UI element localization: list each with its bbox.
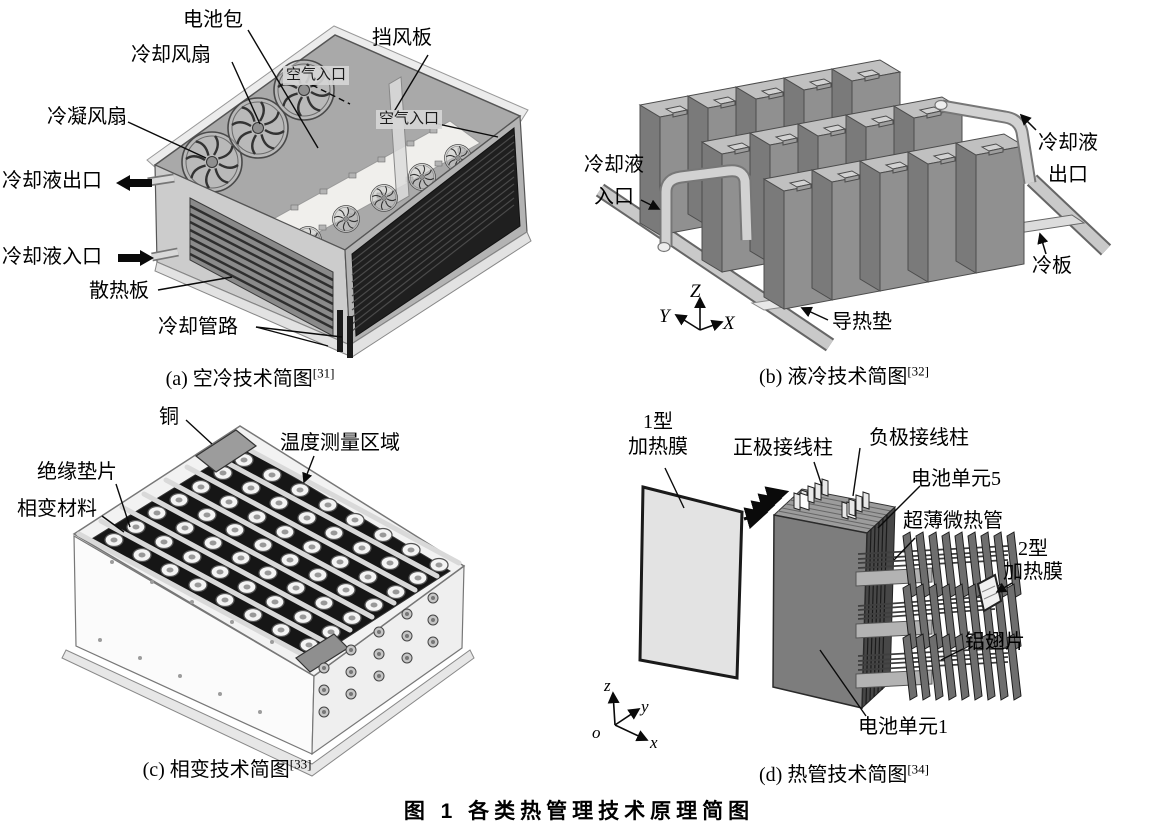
panel-c-leader-lines — [101, 419, 315, 533]
inlet-pipe — [657, 164, 754, 253]
label-heat-sink-plate: 散热板 — [89, 280, 149, 302]
panel-a-leader-lines — [127, 29, 499, 347]
cooling-pipes-bars — [337, 310, 353, 358]
axis-y-label-b: Y — [659, 306, 670, 327]
wind-deflector-plate — [388, 76, 410, 204]
panel-a-caption: (a) 空冷技术简图[31] — [165, 365, 335, 390]
label-condenser-fan: 冷凝风扇 — [47, 106, 127, 128]
label-phase-change-material: 相变材料 — [17, 498, 97, 520]
axis-o-label-d: o — [592, 723, 601, 742]
panel-a-air-cooling-illustration — [116, 25, 532, 358]
axes-triad-d — [607, 691, 649, 742]
panel-c-ref: [33] — [289, 756, 312, 772]
panel-a-ref: [31] — [312, 365, 335, 381]
panel-b-leader-arrows — [640, 113, 1049, 321]
axis-z-label-d: z — [604, 676, 611, 695]
label-copper: 铜 — [159, 406, 179, 428]
label-cooling-pipes: 冷却管路 — [158, 316, 238, 338]
heating-film-2-plate — [976, 573, 1003, 613]
heating-film-1-plate — [638, 485, 744, 680]
heat-pipe-assembly-bottom — [855, 634, 1021, 700]
label-heating-film-1-line2: 加热膜 — [628, 436, 688, 458]
axis-x-label-b: X — [723, 313, 735, 334]
label-coolant-outlet-b-line1: 冷却液 — [1038, 132, 1098, 154]
label-cold-plate: 冷板 — [1032, 255, 1072, 277]
panel-c-caption: (c) 相变技术简图[33] — [142, 756, 312, 781]
airflow-arrows — [743, 486, 790, 530]
panel-d-caption: (d) 热管技术简图[34] — [759, 761, 929, 786]
label-aluminum-fin: 铝翅片 — [965, 631, 1025, 653]
battery-stack — [772, 488, 897, 710]
outlet-pipe — [934, 99, 1037, 185]
copper-tab-top — [194, 429, 258, 473]
label-coolant-inlet-b-line1: 冷却液 — [584, 154, 644, 176]
label-battery-pack: 电池包 — [183, 9, 243, 31]
label-heating-film-2-line1: 2型 — [1018, 538, 1048, 560]
label-negative-terminal: 负极接线柱 — [869, 427, 969, 449]
panel-c-phase-change-illustration — [61, 419, 475, 777]
panel-d-ref: [34] — [907, 761, 929, 777]
coolant-inlet-arrow-icon — [118, 250, 154, 266]
axes-triad-b — [674, 296, 724, 332]
figure-main-caption: 图 1 各类热管理技术原理简图 — [403, 800, 755, 823]
panel-b-liquid-cooling-illustration — [595, 59, 1112, 352]
label-thermal-pad: 导热垫 — [832, 311, 892, 333]
label-micro-heat-pipe: 超薄微热管 — [903, 510, 1003, 532]
panel-b-caption: (b) 液冷技术简图[32] — [759, 363, 929, 388]
label-air-inlet-side: 空气入口 — [376, 110, 443, 129]
fin-block-right-face — [344, 114, 528, 347]
label-coolant-inlet: 冷却液入口 — [2, 246, 102, 268]
label-heating-film-1-line1: 1型 — [643, 411, 673, 433]
label-coolant-outlet-b-line2: 出口 — [1048, 164, 1088, 186]
heat-sink-plate-slats — [189, 197, 334, 337]
label-coolant-outlet-b: 冷却液 出口 — [1038, 127, 1098, 191]
label-wind-deflector: 挡风板 — [372, 27, 432, 49]
panel-d-leader-lines — [664, 447, 1013, 717]
label-heating-film-1: 1型 加热膜 — [620, 410, 696, 460]
coolant-outlet-arrow-icon — [116, 175, 152, 191]
axis-y-label-d: y — [641, 697, 649, 716]
label-battery-cell5: 电池单元5 — [911, 468, 1001, 490]
panel-b-ref: [32] — [907, 363, 929, 379]
wall-screws — [98, 560, 274, 714]
heat-pipe-assembly-mid — [855, 584, 1021, 650]
label-heating-film-2: 2型 加热膜 — [998, 538, 1068, 584]
separator-rails — [76, 437, 462, 660]
label-air-inlet-top: 空气入口 — [283, 66, 350, 85]
axis-x-label-d: x — [650, 733, 658, 752]
label-temperature-region: 温度测量区域 — [280, 432, 400, 454]
label-positive-terminal: 正极接线柱 — [733, 437, 833, 459]
label-battery-cell1: 电池单元1 — [858, 716, 948, 738]
battery-modules — [639, 59, 1025, 310]
label-heating-film-2-line2: 加热膜 — [1003, 561, 1063, 583]
label-insulation-gasket: 绝缘垫片 — [37, 461, 117, 483]
label-cooling-fan: 冷却风扇 — [131, 44, 211, 66]
label-coolant-outlet: 冷却液出口 — [2, 170, 102, 192]
coolant-pipe-stubs — [147, 173, 179, 262]
axis-z-label-b: Z — [690, 281, 701, 302]
label-coolant-inlet-b: 冷却液 入口 — [584, 149, 644, 213]
heat-pipe-assembly-top — [855, 532, 1021, 598]
label-coolant-inlet-b-line2: 入口 — [594, 186, 634, 208]
panel-d-heat-pipe-illustration — [607, 447, 1021, 742]
